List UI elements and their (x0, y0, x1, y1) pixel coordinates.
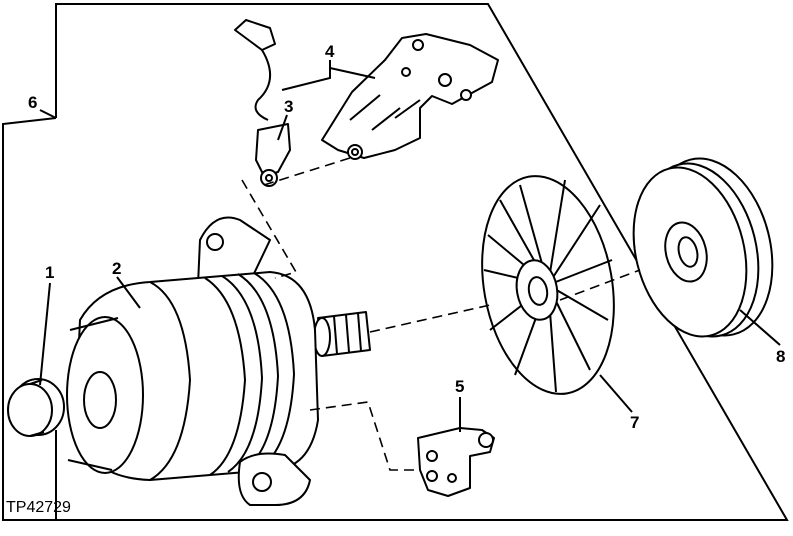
assembly-lines (241, 157, 641, 471)
callout-1: 1 (45, 263, 54, 282)
shaft (313, 311, 371, 357)
callout-5: 5 (455, 377, 464, 396)
fan (481, 175, 615, 395)
callout-8: 8 (776, 347, 785, 366)
callout-2: 2 (112, 259, 121, 278)
wire-bracket (234, 19, 291, 187)
bracket-assembly (321, 33, 499, 160)
callout-6: 6 (28, 93, 37, 112)
leader-lines (39, 60, 781, 432)
pulley (632, 157, 774, 338)
small-bracket (417, 427, 495, 497)
figure-id: TP42729 (6, 499, 71, 516)
callout-labels: 1 2 3 4 5 6 7 8 (28, 42, 785, 432)
callout-4: 4 (325, 42, 335, 61)
callout-3: 3 (284, 97, 293, 116)
end-cap (7, 378, 65, 437)
callout-7: 7 (630, 413, 639, 432)
alternator (66, 216, 319, 506)
